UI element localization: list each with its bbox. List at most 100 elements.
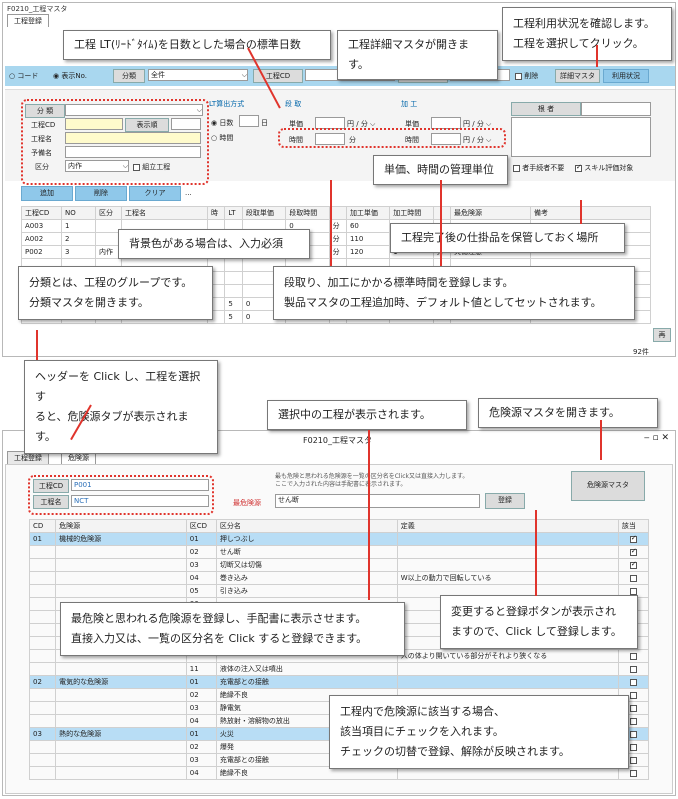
applicable-cell[interactable] xyxy=(617,545,649,559)
hazard-cell[interactable]: 押しつぶし xyxy=(215,532,398,546)
delete-button[interactable]: 削除 xyxy=(75,186,127,201)
minarai-check[interactable]: 者手続者不要 xyxy=(513,163,564,173)
dandori-jikan-input[interactable] xyxy=(315,133,345,145)
grid-header[interactable]: NO xyxy=(61,206,96,220)
grid-header[interactable]: 工程CD xyxy=(21,206,62,220)
form-kotei-cd-input[interactable] xyxy=(65,118,123,130)
applicable-checkbox[interactable] xyxy=(629,730,637,738)
hz-header[interactable]: 該当 xyxy=(617,519,649,533)
storage-box[interactable] xyxy=(511,117,651,157)
kon-input[interactable] xyxy=(581,102,651,116)
applicable-cell[interactable] xyxy=(617,649,649,663)
grid-header[interactable]: 最危険源 xyxy=(450,206,531,220)
applicable-checkbox[interactable] xyxy=(629,704,637,712)
lt-days-radio[interactable]: ◉ 日数 xyxy=(211,119,234,127)
hz-header[interactable]: 区分名 xyxy=(215,519,398,533)
applicable-cell[interactable] xyxy=(617,558,649,572)
applicable-checkbox[interactable] xyxy=(629,743,637,751)
hazard-cell[interactable]: 充電部との接触 xyxy=(215,675,398,689)
kako-jikan-input[interactable] xyxy=(431,133,461,145)
grid-header[interactable]: 加工時間 xyxy=(389,206,434,220)
applicable-cell[interactable] xyxy=(617,571,649,585)
hz-header[interactable]: 危険源 xyxy=(55,519,187,533)
clear-button[interactable]: クリア xyxy=(129,186,181,201)
grid-header[interactable]: LT xyxy=(224,206,243,220)
callout-usage-line2: 工程を選択してクリック。 xyxy=(513,37,644,50)
grid-header[interactable]: 工程名 xyxy=(121,206,208,220)
applicable-checkbox[interactable] xyxy=(629,560,637,569)
bunrui-button[interactable]: 分類 xyxy=(113,69,145,83)
applicable-checkbox[interactable] xyxy=(629,678,637,686)
applicable-cell[interactable] xyxy=(617,662,649,676)
applicable-checkbox[interactable] xyxy=(629,574,637,582)
applicable-checkbox[interactable] xyxy=(629,652,637,660)
applicable-cell[interactable] xyxy=(617,766,649,780)
radio-code[interactable]: ○ コード xyxy=(9,72,39,80)
hazard-cell[interactable]: 液体の注入又は噴出 xyxy=(215,662,398,676)
applicable-checkbox[interactable] xyxy=(629,534,637,543)
hz-header[interactable]: 区CD xyxy=(185,519,217,533)
grid-header[interactable]: 段取単価 xyxy=(241,206,287,220)
skill-check[interactable]: スキル評価対象 xyxy=(575,163,633,173)
applicable-checkbox[interactable] xyxy=(629,547,637,556)
form-kubun-select[interactable]: 内作 ⌵ xyxy=(65,160,129,172)
applicable-checkbox[interactable] xyxy=(629,587,637,595)
more-button[interactable]: ... xyxy=(185,189,192,197)
saikiken-input[interactable]: せん断 xyxy=(275,494,480,508)
applicable-checkbox[interactable] xyxy=(629,769,637,777)
applicable-cell[interactable] xyxy=(617,675,649,689)
applicable-checkbox[interactable] xyxy=(629,717,637,725)
hz-header[interactable]: CD xyxy=(29,519,57,533)
lt-time-radio[interactable]: ○ 時間 xyxy=(211,134,234,142)
hazard-cell xyxy=(29,571,57,585)
hz-header[interactable]: 定義 xyxy=(396,519,619,533)
applicable-checkbox[interactable] xyxy=(629,691,637,699)
lt-days-input[interactable] xyxy=(239,115,259,127)
hazard-cell[interactable]: 切断又は切傷 xyxy=(215,558,398,572)
sakujo-checkbox[interactable] xyxy=(515,72,522,80)
grid-header[interactable]: 備考 xyxy=(530,206,651,220)
form-kotei-cd-label: 工程CD xyxy=(31,121,56,129)
hazard-cell[interactable]: 引き込み xyxy=(215,584,398,598)
sakujo-check[interactable]: 削除 xyxy=(515,71,538,81)
form-hyoji-input[interactable] xyxy=(171,118,201,130)
register-button[interactable]: 登録 xyxy=(485,493,525,509)
bunrui-select[interactable]: 全件 ⌵ xyxy=(148,69,248,81)
side-refresh-button[interactable]: 再 xyxy=(653,328,671,342)
grid-header[interactable]: 段取時間 xyxy=(285,206,330,220)
table-cell: 2 xyxy=(61,232,96,246)
hazard-cell: 04 xyxy=(185,766,217,780)
window-controls[interactable]: ‒ ▫ ✕ xyxy=(643,433,669,443)
form-yobi-input[interactable] xyxy=(65,146,201,158)
applicable-cell[interactable] xyxy=(617,532,649,546)
callout-check-line3: チェックの切替で登録、解除が反映されます。 xyxy=(340,745,570,758)
radio-display[interactable]: ◉ 表示No. xyxy=(53,72,87,80)
applicable-checkbox[interactable] xyxy=(629,756,637,764)
hazard-cell[interactable]: せん断 xyxy=(215,545,398,559)
tab-kotei[interactable]: 工程登録 xyxy=(7,14,49,27)
grid-header[interactable]: 区分 xyxy=(95,206,122,220)
form-bunrui-select[interactable]: ⌵ xyxy=(65,104,203,116)
applicable-checkbox[interactable] xyxy=(629,665,637,673)
hazard-cell[interactable]: 巻き込み xyxy=(215,571,398,585)
usage-button[interactable]: 利用状況 xyxy=(603,69,649,83)
add-button[interactable]: 追加 xyxy=(21,186,73,201)
grid-header[interactable]: 加工単価 xyxy=(345,206,391,220)
grid-header[interactable] xyxy=(328,206,347,220)
hazard-master-button[interactable]: 危険源マスタ xyxy=(571,471,645,501)
kumitate-check[interactable]: 組立工程 xyxy=(133,162,170,172)
form-bunrui-label[interactable]: 分 類 xyxy=(25,104,65,118)
table-cell xyxy=(224,271,243,285)
form-kotei-mei-input[interactable] xyxy=(65,132,201,144)
detail-master-button[interactable]: 詳細マスタ xyxy=(555,69,600,83)
grid-header[interactable]: 時 xyxy=(206,206,226,220)
hazard-cell[interactable]: 絶縁不良 xyxy=(215,766,398,780)
